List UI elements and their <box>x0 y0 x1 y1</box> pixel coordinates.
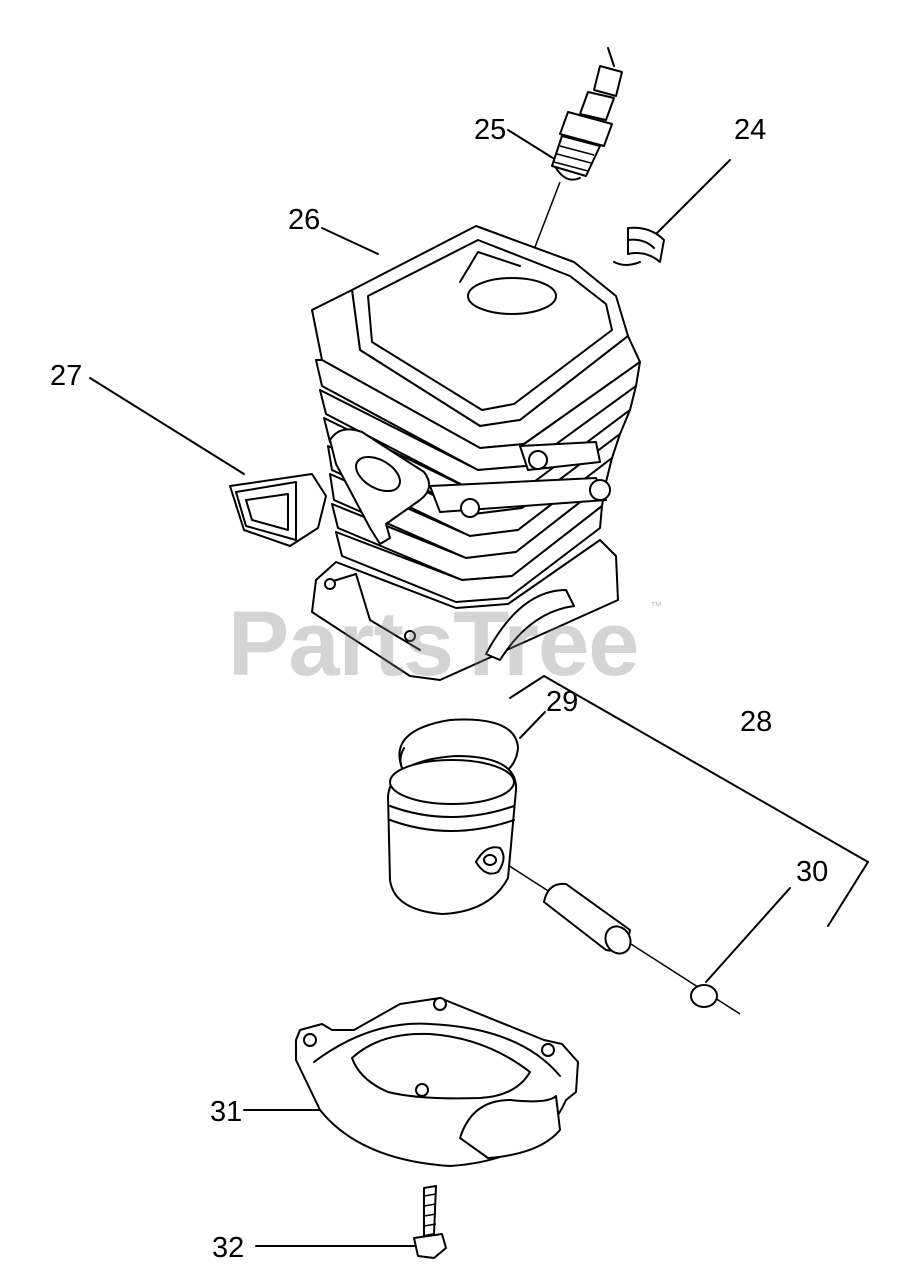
callout-24: 24 <box>734 114 767 146</box>
callout-32: 32 <box>212 1232 245 1264</box>
circlip-drawing <box>690 984 718 1008</box>
leader-24 <box>651 159 731 239</box>
spark-plug-drawing <box>551 47 623 181</box>
watermark-trademark: ™ <box>650 599 662 613</box>
intake-gasket-drawing <box>229 473 327 547</box>
callout-28: 28 <box>740 706 773 738</box>
callout-26: 26 <box>288 204 321 236</box>
clip-drawing <box>613 226 665 266</box>
piston-pin-drawing <box>543 882 632 955</box>
callout-31: 31 <box>210 1096 243 1128</box>
cylinder-drawing <box>311 225 641 681</box>
callout-29: 29 <box>546 686 579 718</box>
bracket-28 <box>509 675 869 927</box>
leader-25 <box>507 129 557 161</box>
piston-drawing <box>387 755 518 915</box>
crankcase-drawing <box>295 997 579 1167</box>
leader-30 <box>705 887 791 983</box>
callout-25: 25 <box>474 114 507 146</box>
leader-27 <box>89 377 245 475</box>
watermark-logo: PartsTree <box>228 593 639 695</box>
leader-29 <box>519 711 546 739</box>
screw-drawing <box>413 1185 447 1259</box>
callout-30: 30 <box>796 856 829 888</box>
callout-27: 27 <box>50 360 83 392</box>
leader-26 <box>321 227 379 255</box>
